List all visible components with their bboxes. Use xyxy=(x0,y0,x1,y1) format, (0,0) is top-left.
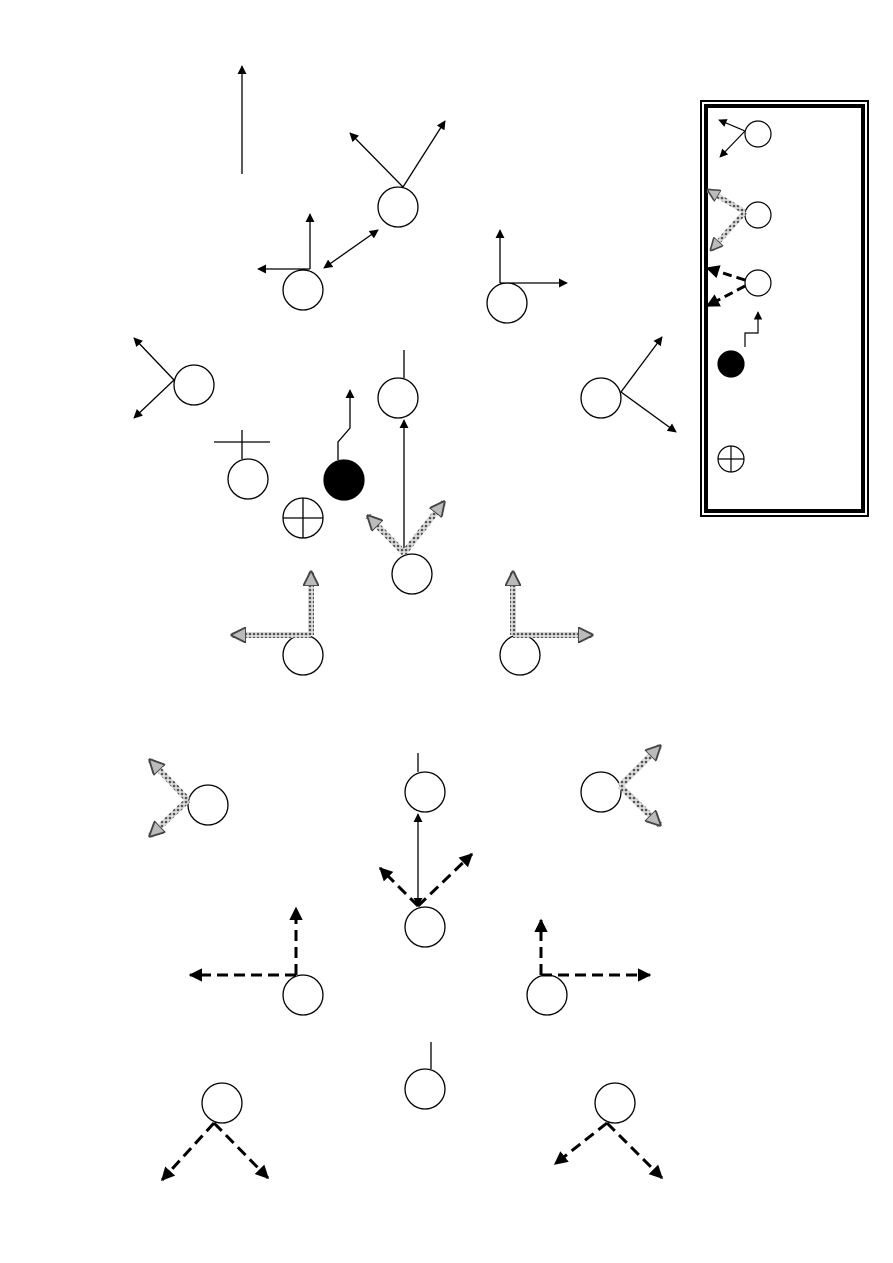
player-circle xyxy=(187,784,229,826)
legend-dashed-arrow-player xyxy=(705,265,772,308)
hatched-route-arrow xyxy=(617,783,660,825)
zigzag-arrow-icon xyxy=(744,311,763,347)
player-circle xyxy=(282,634,324,676)
player-circle xyxy=(744,201,772,229)
dashed-arrow-icon xyxy=(705,284,746,308)
player-circle xyxy=(282,974,324,1016)
solid-route-arrow xyxy=(620,336,663,393)
legend-crosshair-player xyxy=(717,445,745,473)
dashed-route-arrow xyxy=(212,1121,270,1180)
legend-hatched-arrow-player xyxy=(708,187,772,250)
solid-route-arrow xyxy=(620,391,677,433)
hatched-route-arrow xyxy=(150,797,191,836)
hatched-route-arrow xyxy=(401,502,447,555)
player-circle xyxy=(201,1082,243,1124)
player-circle xyxy=(486,282,528,324)
dashed-route-arrow xyxy=(605,1121,664,1180)
legend xyxy=(700,100,869,517)
player-circle xyxy=(173,364,215,406)
double-arrow xyxy=(323,229,379,269)
legend-outer-border xyxy=(700,100,869,517)
player-circle xyxy=(377,377,419,419)
dashed-route-arrow xyxy=(160,1121,216,1182)
filled-player-circle xyxy=(323,459,365,501)
legend-solid-arrow-player xyxy=(718,119,772,158)
middle-formation xyxy=(150,502,660,907)
hatched-route-arrow xyxy=(368,516,407,556)
solid-arrow-icon xyxy=(718,119,746,132)
dashed-route-arrow xyxy=(416,852,474,908)
hatched-arrow-icon xyxy=(711,210,747,250)
player-circle xyxy=(391,553,433,595)
player-circle xyxy=(404,1068,446,1110)
dashed-route-arrow xyxy=(553,1121,608,1166)
filled-player-circle xyxy=(717,350,745,378)
zigzag-route-arrow xyxy=(337,389,355,460)
top-formation xyxy=(133,65,677,553)
player-circle xyxy=(227,458,269,500)
solid-route-arrow xyxy=(133,379,175,419)
player-circle xyxy=(594,1082,636,1124)
player-circle xyxy=(377,186,419,228)
dashed-route-arrow xyxy=(378,866,420,908)
solid-route-arrow xyxy=(402,120,446,188)
bottom-formation xyxy=(160,852,664,1182)
hatched-route-arrow xyxy=(150,760,191,803)
player-circle xyxy=(744,269,772,297)
hatched-arrow-icon xyxy=(708,187,747,215)
player-circle xyxy=(526,974,568,1016)
legend-zigzag-arrow-player xyxy=(717,311,763,378)
hatched-route-arrow xyxy=(617,746,660,789)
player-circle xyxy=(580,771,622,813)
dashed-arrow-icon xyxy=(705,265,746,282)
player-circle xyxy=(744,120,772,148)
solid-route-arrow xyxy=(349,132,404,188)
player-circle xyxy=(580,377,622,419)
solid-arrow-icon xyxy=(719,130,746,158)
player-circle xyxy=(404,906,446,948)
solid-route-arrow xyxy=(133,337,175,381)
player-circle xyxy=(499,634,541,676)
player-circle xyxy=(282,269,324,311)
player-circle xyxy=(404,771,446,813)
legend-inner-border xyxy=(704,104,865,513)
